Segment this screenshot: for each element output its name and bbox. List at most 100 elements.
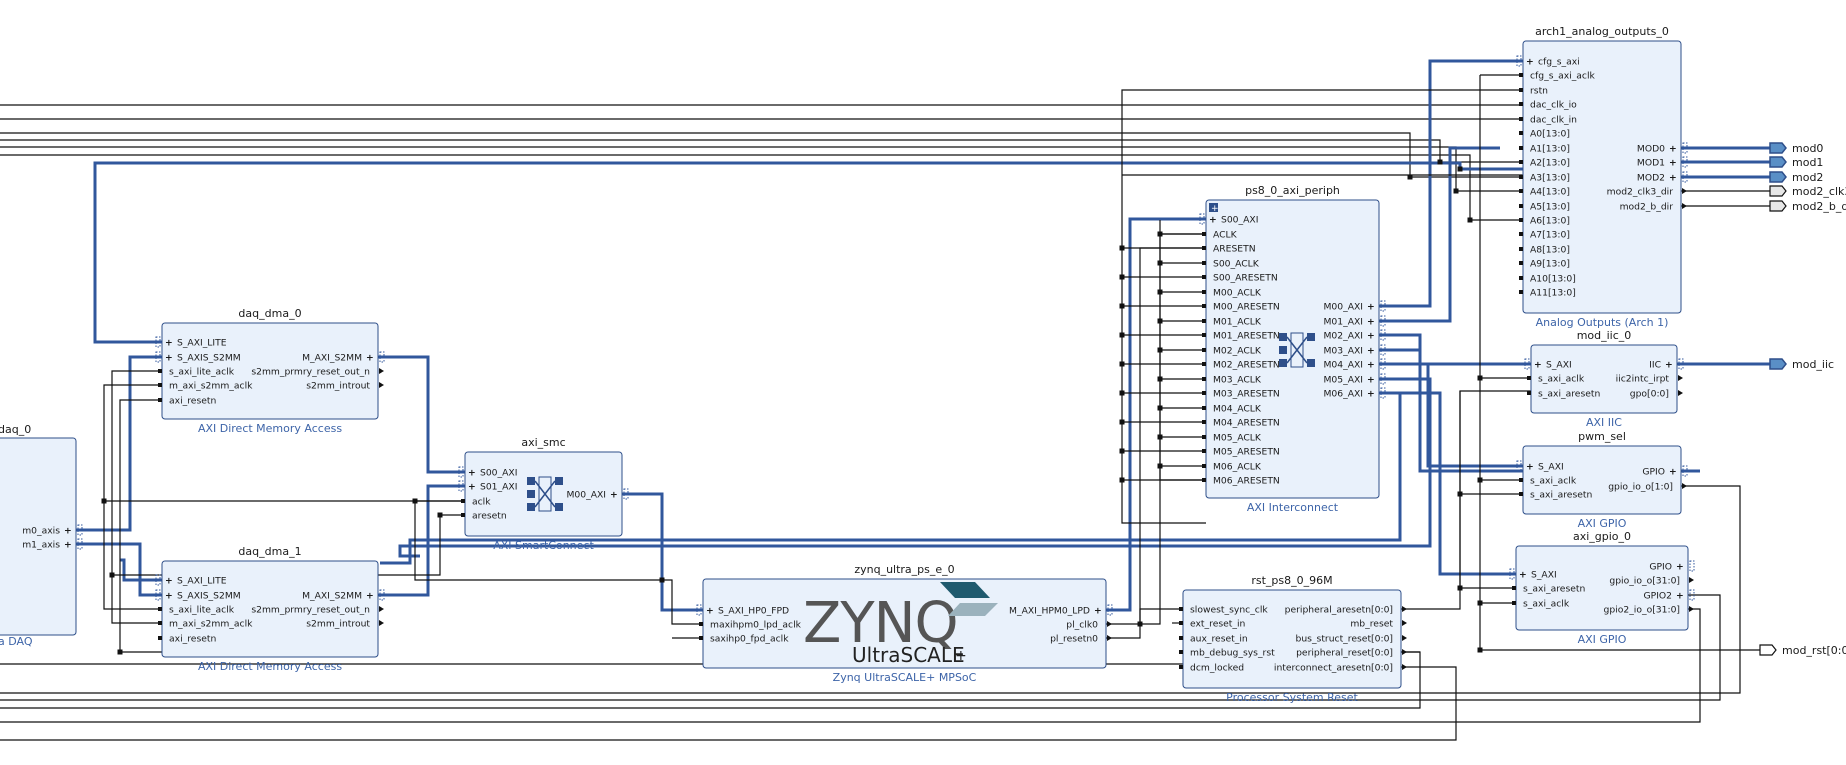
wire-net[interactable]	[0, 594, 1721, 701]
bus-m-axi-s2mm-0[interactable]	[378, 355, 465, 474]
pin-mb-reset: mb_reset	[1350, 619, 1393, 630]
bus-plus-icon[interactable]: +	[1367, 317, 1375, 328]
bus-s-axi-lite-0[interactable]	[93, 161, 1523, 344]
block-body[interactable]	[0, 437, 77, 636]
wire-net[interactable]	[0, 139, 1523, 163]
wire-net[interactable]	[0, 154, 1523, 221]
bus-m06-return[interactable]	[380, 391, 1402, 565]
bus-m01-axi[interactable]	[1379, 146, 1500, 323]
bus-plus-icon[interactable]: +	[1094, 606, 1102, 617]
bus-plus-icon[interactable]: +	[1367, 360, 1375, 371]
bus-m05-axi[interactable]	[398, 377, 1432, 558]
bus-m0-axis[interactable]	[76, 355, 162, 532]
bus-plus-icon[interactable]: +	[64, 526, 72, 537]
wire-axi-resetn[interactable]	[119, 399, 162, 653]
wire-rstn[interactable]	[1121, 89, 1523, 175]
bus-plus-icon[interactable]: +	[366, 353, 374, 364]
bus-plus-icon[interactable]: +	[468, 468, 476, 479]
bus-m03-axi[interactable]	[1379, 348, 1531, 366]
bus-m1-axis[interactable]	[76, 542, 162, 597]
pin-stub	[158, 369, 162, 373]
wire-lite-clk[interactable]	[103, 384, 465, 502]
bus-plus-icon[interactable]: +	[706, 606, 714, 617]
wire-net[interactable]	[0, 666, 1457, 741]
port-mod0[interactable]: mod0	[1769, 142, 1823, 155]
bus-plus-icon[interactable]: +	[366, 591, 374, 602]
pin-aresetn: ARESETN	[1213, 244, 1256, 255]
wire-periph-aresetn-pwm[interactable]	[1459, 391, 1523, 495]
bus-plus-icon[interactable]: +	[1367, 331, 1375, 342]
bus-m00-axi[interactable]	[1379, 59, 1523, 308]
bus-m04-axi[interactable]	[1379, 362, 1523, 468]
port-mod-iic[interactable]: mod_iic	[1769, 358, 1834, 371]
bus-plus-icon[interactable]: +	[610, 490, 618, 501]
pin-s-axis-s2mm: S_AXIS_S2MM	[177, 353, 241, 364]
port-mod2-clk3-dir[interactable]: mod2_clk3_dir	[1769, 185, 1846, 198]
expand-icon[interactable]	[1209, 203, 1218, 212]
bus-connector-icon	[458, 480, 464, 492]
pin-cfg-s-axi-aclk: cfg_s_axi_aclk	[1530, 71, 1596, 82]
bus-s-axi-lite-1[interactable]	[120, 558, 162, 582]
bus-plus-icon[interactable]: +	[1669, 467, 1677, 478]
pin-s-axi: S_AXI	[1546, 360, 1572, 371]
bus-plus-icon[interactable]: +	[165, 338, 173, 349]
bus-plus-icon[interactable]: +	[165, 576, 173, 587]
output-arrow-icon	[379, 368, 384, 374]
bus-plus-icon[interactable]: +	[468, 482, 476, 493]
bus-plus-icon[interactable]: +	[1676, 562, 1684, 573]
block-body[interactable]	[464, 451, 623, 537]
bus-plus-icon[interactable]: +	[1676, 591, 1684, 602]
pin-mod2-b-dir: mod2_b_dir	[1620, 202, 1674, 213]
pin-stub	[1179, 665, 1183, 669]
bus-plus-icon[interactable]: +	[1367, 302, 1375, 313]
port-mod2-b-dir[interactable]: mod2_b_dir	[1769, 200, 1846, 213]
port-mod1[interactable]: mod1	[1769, 156, 1823, 169]
wire-net[interactable]	[0, 146, 1523, 192]
port-mod-rst[interactable]: mod_rst[0:0]	[1759, 644, 1846, 657]
bus-plus-icon[interactable]: +	[1367, 375, 1375, 386]
net-junction	[1137, 621, 1143, 627]
bus-hpm0-to-periph[interactable]	[1106, 217, 1206, 612]
wire-net[interactable]	[0, 485, 1741, 694]
bus-plus-icon[interactable]: +	[1209, 215, 1217, 226]
wire-clk-bus[interactable]	[1139, 247, 1206, 624]
bus-plus-icon[interactable]: +	[1669, 173, 1677, 184]
bus-plus-icon[interactable]: +	[165, 353, 173, 364]
block-daq-0[interactable]: daq_0a DAQ+m0_axis+m1_axis	[0, 423, 83, 648]
net-junction	[117, 649, 123, 655]
bus-plus-icon[interactable]: +	[64, 540, 72, 551]
bus-plus-icon[interactable]: +	[1669, 144, 1677, 155]
wire-aresetn-spine[interactable]	[1121, 175, 1206, 524]
bus-plus-icon[interactable]: +	[165, 591, 173, 602]
bus-plus-icon[interactable]: +	[1665, 360, 1673, 371]
wire-s2mm-clk-1[interactable]	[111, 575, 162, 624]
bus-plus-icon[interactable]: +	[1519, 570, 1527, 581]
bus-plus-icon[interactable]: +	[1367, 389, 1375, 400]
bus-plus-icon[interactable]: +	[1534, 360, 1542, 371]
port-mod2[interactable]: mod2	[1769, 171, 1823, 184]
bus-plus-icon[interactable]: +	[1669, 158, 1677, 169]
pin-stub	[1202, 420, 1206, 424]
bus-connector-icon	[1678, 358, 1684, 370]
pin-slowest-sync-clk: slowest_sync_clk	[1190, 605, 1268, 616]
wire-lite-clk-1[interactable]	[103, 501, 162, 610]
bus-m06-axi[interactable]	[1379, 391, 1516, 576]
net-junction	[1157, 347, 1163, 353]
bus-smc-to-hp0[interactable]	[622, 492, 703, 612]
bus-plus-icon[interactable]: +	[1526, 462, 1534, 473]
bus-plus-icon[interactable]: +	[1367, 346, 1375, 357]
port-label: mod2_b_dir	[1792, 200, 1846, 213]
pin-stub	[699, 622, 703, 626]
bus-plus-icon[interactable]: +	[1526, 57, 1534, 68]
